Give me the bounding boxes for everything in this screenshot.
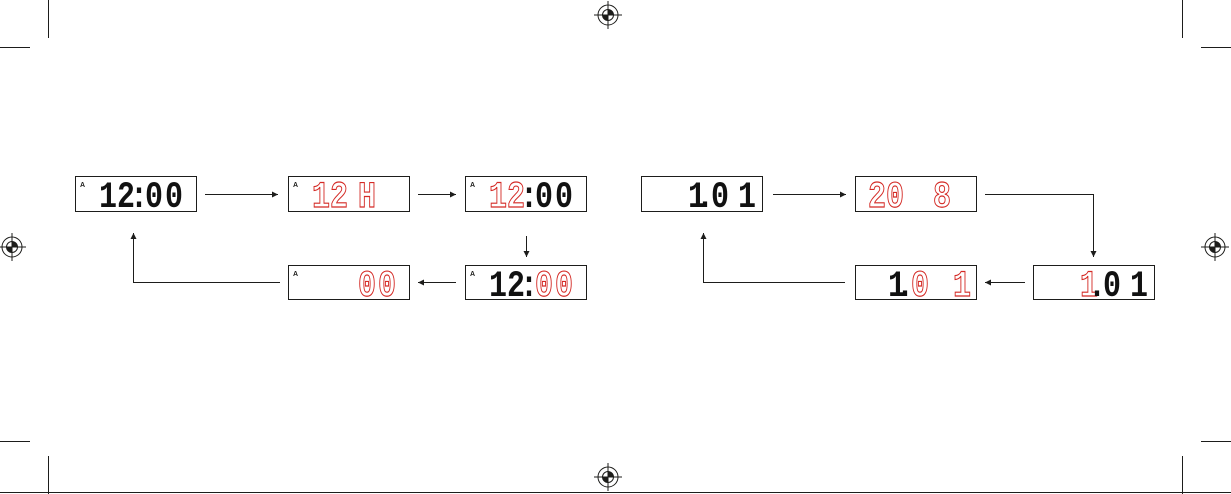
lcd-digits: 12: [489, 266, 538, 308]
lcd-digits: .01 [1088, 266, 1148, 308]
lcd-display-minute-setting: A 12:00 [466, 266, 587, 309]
registration-crosshair [594, 1, 622, 29]
lcd-display-month-setting: 1.01 [1034, 266, 1155, 309]
am-indicator: A [293, 182, 298, 189]
registration-mark-left [0, 233, 26, 261]
registration-crosshair [594, 463, 622, 491]
lcd-display-hour-setting: A 12:00 [466, 177, 587, 220]
lcd-display-day-setting: 1.01 [856, 266, 977, 309]
lcd-digits: 20 [868, 177, 904, 219]
am-indicator: A [470, 182, 475, 189]
lcd-readout: 1.01 [1080, 266, 1148, 308]
registration-quadrant [12, 242, 18, 248]
lcd-display-year-setting: 20 8 [856, 177, 977, 220]
lcd-display-time-normal: A 12:00 [76, 177, 197, 220]
lcd-digits: 12 [312, 177, 348, 219]
registration-quadrant [7, 247, 13, 253]
lcd-display-seconds: A 00 [289, 266, 410, 309]
flow-arrow [985, 195, 1094, 258]
lcd-display-date-normal: 1.01 [642, 177, 763, 220]
registration-quadrant [603, 477, 609, 483]
registration-quadrant [1210, 247, 1216, 253]
am-indicator: A [80, 182, 85, 189]
registration-mark-right [1201, 233, 1229, 261]
lcd-readout: 12:00 [489, 177, 573, 219]
registration-quadrant [603, 15, 609, 21]
flow-arrow-return [134, 233, 281, 283]
lcd-digits: 12:00 [99, 177, 183, 219]
lcd-digits: :00 [520, 177, 573, 219]
lcd-readout: 1.01 [688, 177, 756, 219]
registration-quadrant [1215, 242, 1221, 248]
registration-quadrant [608, 10, 614, 16]
registration-quadrant [608, 472, 614, 478]
am-indicator: A [293, 271, 298, 278]
lcd-readout: 12:00 [489, 266, 573, 308]
date-setting-flow: 1.01 20 8 1.01 1.01 [642, 177, 1155, 309]
registration-crosshair [1201, 233, 1229, 261]
registration-mark-top [594, 1, 622, 29]
lcd-readout: 12:00 [99, 177, 183, 219]
flow-arrow-return [704, 233, 846, 283]
lcd-digits: H [358, 177, 376, 219]
am-indicator: A [470, 271, 475, 278]
lcd-frame [289, 177, 410, 212]
lcd-digits: 8 [933, 177, 951, 219]
lcd-digits: 1.01 [688, 177, 756, 219]
registration-mark-bottom [594, 463, 622, 491]
